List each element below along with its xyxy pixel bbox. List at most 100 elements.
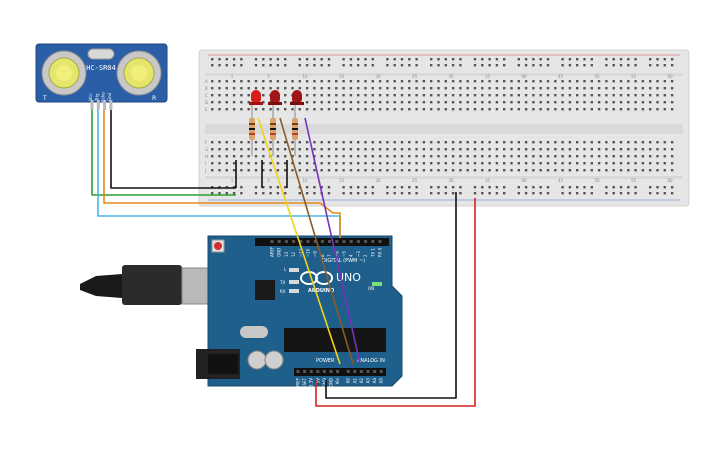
breadboard-hole <box>422 155 426 158</box>
rail-hole <box>371 58 374 61</box>
header-pin <box>364 240 368 243</box>
breadboard-hole <box>291 155 294 158</box>
rail-hole <box>386 192 389 195</box>
breadboard-hole <box>554 101 557 104</box>
breadboard-hole <box>503 169 506 172</box>
breadboard-col-label: 10 <box>302 74 308 79</box>
breadboard-hole <box>473 87 477 90</box>
digital-pin-label: ~3 <box>356 251 361 257</box>
breadboard-hole <box>262 162 265 165</box>
rail-hole <box>437 186 440 189</box>
breadboard-hole <box>254 87 258 90</box>
rail-hole <box>532 58 535 61</box>
breadboard-hole <box>488 87 491 90</box>
rail-hole <box>605 192 608 195</box>
breadboard-hole <box>218 169 221 172</box>
breadboard-hole <box>634 94 637 97</box>
breadboard-hole <box>612 94 615 97</box>
rail-hole <box>663 64 666 67</box>
breadboard-hole <box>211 155 214 158</box>
breadboard-col-label: 40 <box>521 178 527 183</box>
rail-hole <box>437 58 440 61</box>
breadboard-hole <box>663 94 666 97</box>
breadboard-hole <box>349 101 353 104</box>
rail-hole <box>313 192 316 195</box>
breadboard-hole <box>495 101 499 104</box>
breadboard-col-label: 60 <box>667 74 673 79</box>
breadboard-row-label: H <box>205 154 208 159</box>
breadboard-hole <box>503 108 506 111</box>
breadboard-hole <box>218 162 221 165</box>
breadboard-hole <box>597 155 601 158</box>
breadboard-hole <box>430 101 433 104</box>
breadboard-hole <box>466 148 469 151</box>
breadboard-hole <box>473 148 477 151</box>
breadboard-hole <box>561 94 564 97</box>
rail-hole <box>408 58 411 61</box>
breadboard-hole <box>262 141 265 144</box>
rail-hole <box>473 192 477 195</box>
breadboard-hole <box>211 94 214 97</box>
rail-hole <box>670 186 674 189</box>
led-3 <box>290 90 304 105</box>
breadboard-hole <box>291 148 294 151</box>
breadboard-hole <box>284 148 287 151</box>
power-analog-pin-label: A2 <box>359 378 364 384</box>
breadboard-hole <box>298 162 301 165</box>
rail-hole <box>619 58 623 61</box>
rail-hole <box>262 64 265 67</box>
rail-hole <box>408 64 411 67</box>
digital-pin-label: 13 <box>284 251 289 257</box>
breadboard-hole <box>342 80 345 83</box>
breadboard-hole <box>554 141 557 144</box>
breadboard-hole <box>670 80 674 83</box>
arduino-model: UNO <box>336 271 361 284</box>
rail-hole <box>583 58 586 61</box>
breadboard-hole <box>605 148 608 151</box>
breadboard-hole <box>240 94 243 97</box>
breadboard-hole <box>634 87 637 90</box>
rail-hole <box>583 64 586 67</box>
breadboard-hole <box>554 162 557 165</box>
rail-hole <box>284 192 287 195</box>
breadboard-hole <box>386 169 389 172</box>
breadboard-hole <box>524 108 528 111</box>
rail-hole <box>232 58 236 61</box>
breadboard-hole <box>247 87 250 90</box>
rail-hole <box>327 186 331 189</box>
breadboard-hole <box>313 155 316 158</box>
rail-hole <box>305 58 309 61</box>
rail-hole <box>305 64 309 67</box>
rail-hole <box>627 186 630 189</box>
breadboard-hole <box>364 87 367 90</box>
breadboard-hole <box>532 169 535 172</box>
breadboard-hole <box>503 80 506 83</box>
breadboard-hole <box>546 141 550 144</box>
breadboard-hole <box>357 94 360 97</box>
breadboard-hole <box>437 101 440 104</box>
header-pin <box>366 370 370 373</box>
breadboard-hole <box>546 101 550 104</box>
rail-hole <box>524 58 528 61</box>
breadboard-hole <box>408 155 411 158</box>
breadboard-hole <box>649 155 652 158</box>
rail-hole <box>430 186 433 189</box>
sensor-pin-label: Vcc <box>88 93 93 100</box>
breadboard-hole <box>641 155 645 158</box>
breadboard-hole <box>415 94 418 97</box>
breadboard-hole <box>663 80 666 83</box>
digital-pin-label: ~5 <box>342 251 347 257</box>
breadboard-hole <box>510 155 513 158</box>
breadboard-hole <box>517 148 520 151</box>
rail-hole <box>619 192 623 195</box>
rail-hole <box>612 64 615 67</box>
breadboard-hole <box>415 101 418 104</box>
breadboard-hole <box>568 87 572 90</box>
sensor-edge-left: T <box>42 95 47 102</box>
breadboard-hole <box>641 87 645 90</box>
breadboard-hole <box>240 162 243 165</box>
reset-button[interactable] <box>214 242 222 250</box>
breadboard-hole <box>342 94 345 97</box>
breadboard-hole <box>225 169 228 172</box>
breadboard-hole <box>612 141 615 144</box>
